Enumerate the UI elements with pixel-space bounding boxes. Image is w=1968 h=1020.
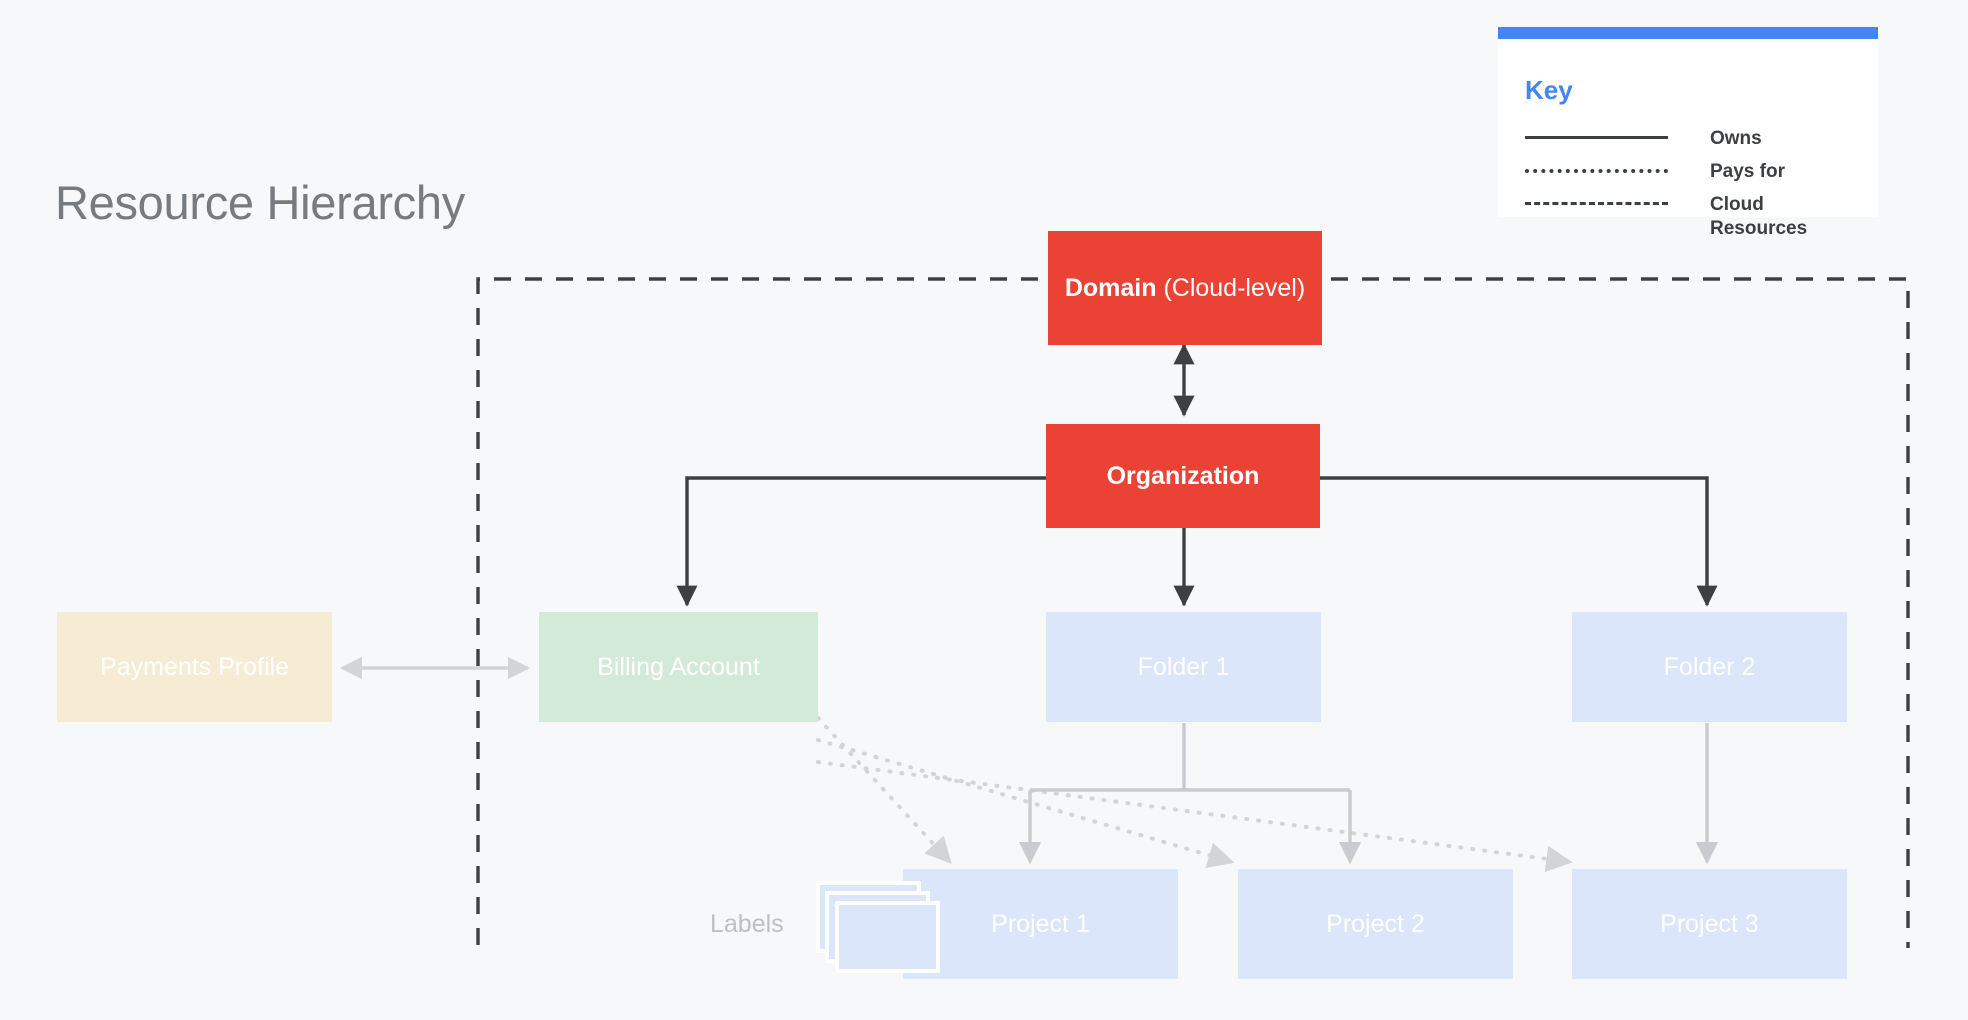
node-billing-account-label: Billing Account	[597, 652, 760, 681]
node-organization-label: Organization	[1106, 461, 1260, 490]
node-folder-2[interactable]: Folder 2	[1572, 612, 1847, 722]
node-billing-account[interactable]: Billing Account	[539, 612, 818, 722]
node-payments-profile-label: Payments Profile	[100, 652, 289, 681]
node-domain-label-regular: (Cloud-level)	[1156, 273, 1306, 302]
key-legend: Key Owns Pays for Cloud Resources	[1498, 27, 1878, 239]
node-domain-label-bold: Domain	[1064, 273, 1157, 302]
node-project-1-label: Project 1	[991, 909, 1090, 938]
node-project-2[interactable]: Project 2	[1238, 869, 1513, 979]
node-domain[interactable]: Domain (Cloud-level)	[1048, 231, 1322, 345]
edge-billing-account-project2	[816, 738, 1235, 868]
node-project-2-label: Project 2	[1326, 909, 1425, 938]
key-title: Key	[1525, 75, 1573, 105]
key-row-pays-for: Pays for	[1525, 160, 1785, 184]
key-label-cloud-resources: Cloud Resources	[1710, 194, 1808, 239]
node-payments-profile[interactable]: Payments Profile	[57, 612, 332, 722]
labels-stack-icon	[816, 881, 946, 977]
page-title: Resource Hierarchy	[55, 176, 465, 229]
key-label-owns: Owns	[1710, 128, 1762, 149]
key-sample-solid-icon	[1525, 127, 1668, 147]
node-project-3-label: Project 3	[1660, 909, 1759, 938]
labels-annotation: Labels	[710, 910, 784, 938]
key-sample-dashed-icon	[1525, 193, 1668, 213]
key-row-owns: Owns	[1525, 127, 1762, 151]
key-accent-bar	[1498, 27, 1878, 39]
edge-billing-account-project1	[816, 716, 952, 864]
node-folder-2-label: Folder 2	[1663, 652, 1756, 681]
key-row-cloud-resources: Cloud Resources	[1525, 193, 1807, 241]
node-folder-1-label: Folder 1	[1137, 652, 1230, 681]
node-project-3[interactable]: Project 3	[1572, 869, 1847, 979]
node-folder-1[interactable]: Folder 1	[1046, 612, 1321, 722]
node-domain-label: Domain (Cloud-level)	[1065, 274, 1305, 303]
edge-billing-account-project3	[816, 760, 1573, 872]
node-organization[interactable]: Organization	[1046, 424, 1320, 528]
labels-stack-card-front	[835, 901, 940, 973]
key-label-pays-for: Pays for	[1710, 161, 1785, 182]
key-sample-dotted-icon	[1525, 160, 1668, 180]
